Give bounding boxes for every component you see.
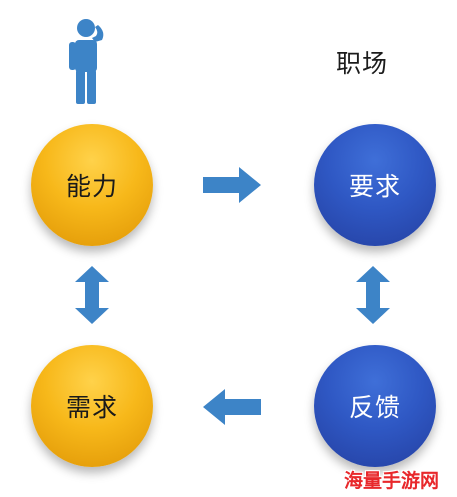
feedback-node: 反馈 (314, 345, 436, 467)
ability-node: 能力 (31, 124, 153, 246)
requirement-node: 要求 (314, 124, 436, 246)
arrow-up-down-icon (356, 266, 390, 324)
workplace-heading: 职场 (336, 49, 389, 78)
arrow-left-icon (203, 389, 261, 425)
site-watermark: 海量手游网 (344, 470, 440, 492)
arrow-up-down-icon (75, 266, 109, 324)
thinking-person-icon (69, 19, 104, 104)
arrow-right-icon (203, 167, 261, 203)
demand-node: 需求 (31, 345, 153, 467)
